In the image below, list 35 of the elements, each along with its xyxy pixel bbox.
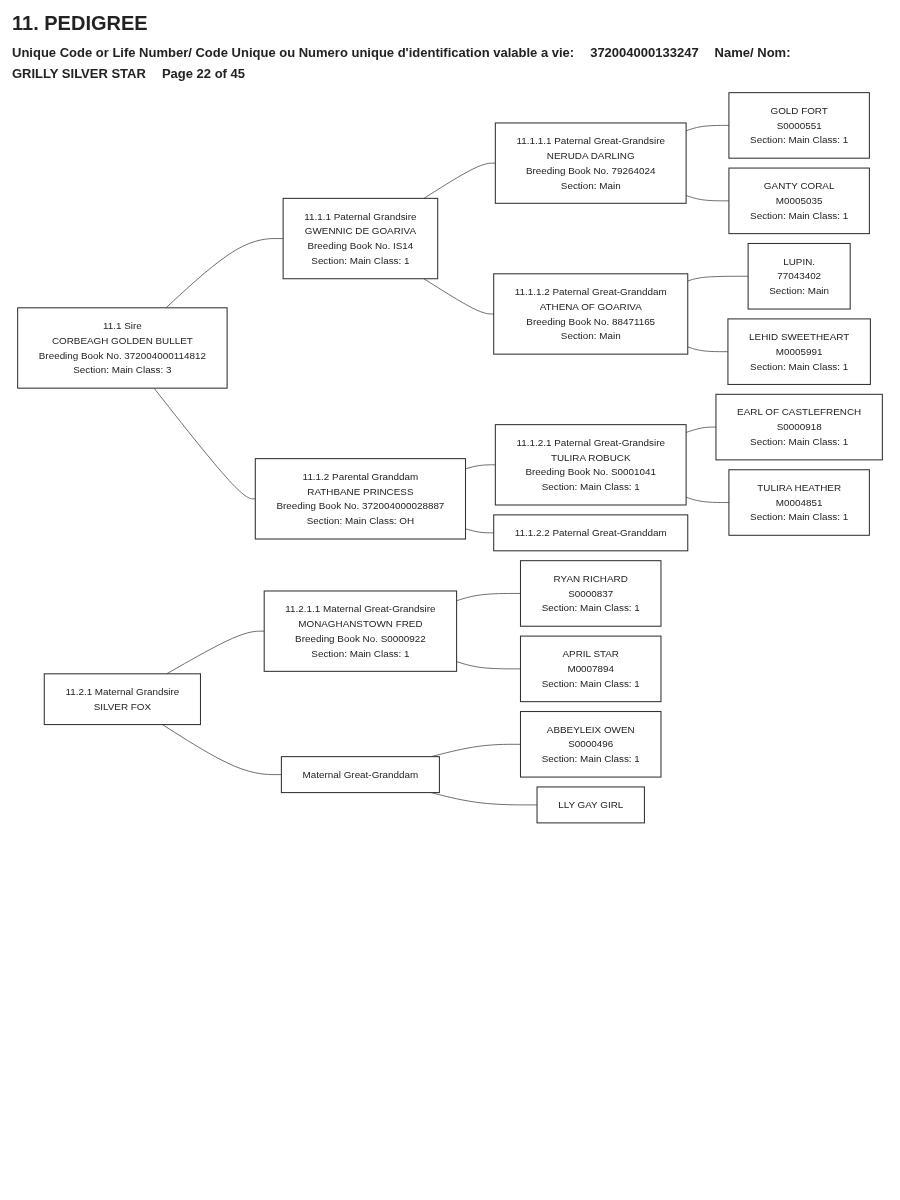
node-box: 11.1.1 Paternal Grandsire GWENNIC DE GOARIVA Breeding Book No. IS14 Section: Main Class: 1	[282, 197, 439, 280]
node-box: 11.1.1.1 Paternal Great-Grandsire NERUDA DARLING Breeding Book No. 79264024 Section: Main	[494, 122, 687, 204]
node-box: APRIL STAR M0007894 Section: Main Class: 1	[519, 635, 662, 703]
node-box: TULIRA HEATHER M0004851 Section: Main Class: 1	[728, 469, 870, 536]
node-box: 11.2.1 Maternal Grandsire SILVER FOX	[43, 673, 201, 726]
node-box: GOLD FORT S0000551 Section: Main Class: 1	[728, 92, 870, 159]
node-box: GANTY CORAL M0005035 Section: Main Class: 1	[728, 167, 870, 235]
connector	[456, 661, 521, 670]
node-box: LUPIN. 77043402 Section: Main	[747, 242, 851, 310]
connector	[165, 238, 284, 309]
node-box: 11.1 Sire CORBEAGH GOLDEN BULLET Breeding Book No. 372004000114812 Section: Main Class: 3	[17, 307, 228, 389]
node-box: 11.1.2 Parental Granddam RATHBANE PRINCESS Breeding Book No. 372004000028887 Section: Main Class: OH	[254, 458, 467, 540]
connector	[687, 275, 749, 282]
node-box: LEHID SWEETHEART M0005991 Section: Main Class: 1	[727, 318, 871, 385]
node-box: 11.1.2.1 Paternal Great-Grandsire TULIRA ROBUCK Breeding Book No. S0001041 Section: Main Class: 1	[494, 424, 687, 506]
connector	[456, 593, 521, 602]
connector	[153, 387, 256, 500]
connector	[166, 630, 265, 675]
node-box: RYAN RICHARD S0000837 Section: Main Class: 1	[519, 560, 662, 627]
node-box: Maternal Great-Granddam	[280, 756, 440, 794]
node-box: ABBEYLEIX OWEN S0000496 Section: Main Class: 1	[519, 711, 662, 778]
header-text: Unique Code or Life Number/ Code Unique ou Numero unique d'identification valable a vie:	[12, 45, 575, 60]
header-text: 372004000133247	[590, 45, 699, 60]
node-box: 11.1.1.2 Paternal Great-Granddam ATHENA OF GOARIVA Breeding Book No. 88471165 Section: Main	[493, 273, 689, 355]
header-text: Name/ Nom:	[714, 45, 791, 60]
header-text: Page 22 of 45	[161, 66, 245, 81]
connector	[465, 464, 496, 470]
node-box: LLY GAY GIRL	[536, 786, 645, 824]
page-title: 11. PEDIGREE	[12, 12, 149, 35]
node-box: 11.1.2.2 Paternal Great-Granddam	[493, 514, 689, 552]
connector	[423, 162, 496, 199]
header-text: GRILLY SILVER STAR	[12, 66, 146, 81]
node-box: EARL OF CASTLEFRENCH S0000918 Section: Main Class: 1	[715, 393, 883, 461]
node-box: 11.2.1.1 Maternal Great-Grandsire MONAGHANSTOWN FRED Breeding Book No. S0000922 Section: Main Class: 1	[263, 590, 458, 672]
connector	[162, 724, 282, 775]
